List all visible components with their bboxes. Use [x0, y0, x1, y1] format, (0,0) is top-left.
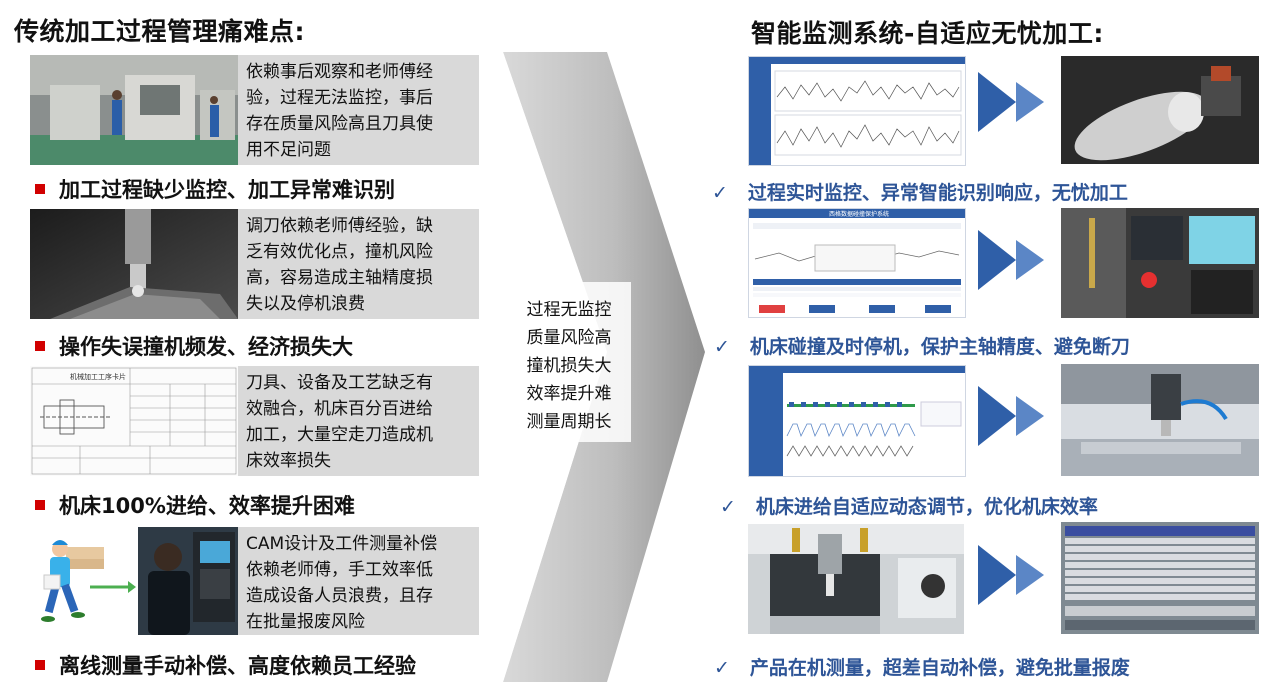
pain-bullet-3: 机床100%进给、效率提升困难	[35, 490, 355, 520]
milling-photo	[30, 209, 238, 319]
desc-line: 用不足问题	[246, 140, 331, 160]
summary-line: 质量风险高	[526, 328, 612, 348]
desc-line: 刀具、设备及工艺缺乏有	[246, 373, 433, 393]
desc-line: 效融合，机床百分百进给	[246, 399, 433, 419]
desc-line: 失以及停机浪费	[246, 294, 365, 314]
pain-bullet-text: 机床100%进给、效率提升困难	[59, 494, 355, 518]
pain-desc-2: 调刀依赖老师傅经验，缺 乏有效优化点，撞机风险 高，容易造成主轴精度损 失以及停…	[246, 213, 476, 317]
monitor-screenshot-1	[748, 56, 966, 166]
benefit-text: 过程实时监控、异常智能识别响应，无忧加工	[747, 182, 1128, 204]
desc-line: 存在质量风险高且刀具使	[246, 114, 433, 134]
middle-summary: 过程无监控 质量风险高 撞机损失大 效率提升难 测量周期长	[511, 296, 627, 436]
operator-photo	[138, 527, 238, 635]
desc-line: 加工，大量空走刀造成机	[246, 425, 433, 445]
desc-line: 造成设备人员浪费，且存	[246, 586, 433, 606]
cnc-machining-photo	[1061, 364, 1259, 476]
pain-desc-4: CAM设计及工件测量补偿 依赖老师傅，手工效率低 造成设备人员浪费，且存 在批量…	[246, 531, 476, 635]
chevron-arrow-icon	[978, 545, 1053, 605]
benefit-text: 产品在机测量，超差自动补偿，避免批量报废	[749, 657, 1130, 679]
pain-bullet-4: 离线测量手动补偿、高度依赖员工经验	[35, 650, 416, 680]
summary-line: 效率提升难	[526, 384, 612, 404]
process-card-title: 机械加工工序卡片	[70, 372, 126, 381]
chevron-arrow-icon	[978, 386, 1053, 446]
benefit-4: ✓ 产品在机测量，超差自动补偿，避免批量报废	[714, 653, 1130, 680]
benefit-text: 机床进给自适应动态调节，优化机床效率	[755, 496, 1098, 518]
red-square-icon	[35, 660, 45, 670]
collision-system-title: 西格数据碰撞保护系统	[829, 210, 889, 218]
collision-screenshot: 西格数据碰撞保护系统	[748, 208, 966, 318]
benefit-text: 机床碰撞及时停机，保护主轴精度、避免断刀	[749, 336, 1130, 358]
worker-carrying-illustration	[30, 527, 138, 635]
workshop-photo	[30, 55, 238, 165]
pain-bullet-1: 加工过程缺少监控、加工异常难识别	[35, 174, 395, 204]
pain-bullet-text: 加工过程缺少监控、加工异常难识别	[59, 178, 395, 202]
red-square-icon	[35, 184, 45, 194]
desc-line: 验，过程无法监控，事后	[246, 88, 433, 108]
red-square-icon	[35, 500, 45, 510]
summary-line: 撞机损失大	[526, 356, 612, 376]
chevron-arrow-icon	[978, 230, 1053, 290]
probe-photo	[748, 524, 964, 634]
check-icon: ✓	[720, 496, 736, 518]
spindle-tool-photo	[1061, 56, 1259, 164]
desc-line: 高，容易造成主轴精度损	[246, 268, 433, 288]
pain-desc-3: 刀具、设备及工艺缺乏有 效融合，机床百分百进给 加工，大量空走刀造成机 床效率损…	[246, 370, 476, 474]
benefit-1: ✓ 过程实时监控、异常智能识别响应，无忧加工	[712, 178, 1128, 205]
benefit-2: ✓ 机床碰撞及时停机，保护主轴精度、避免断刀	[714, 332, 1130, 359]
desc-line: 乏有效优化点，撞机风险	[246, 242, 433, 262]
benefit-3: ✓ 机床进给自适应动态调节，优化机床效率	[720, 492, 1098, 519]
check-icon: ✓	[712, 182, 728, 204]
desc-line: 依赖老师傅，手工效率低	[246, 560, 433, 580]
check-icon: ✓	[714, 657, 730, 679]
right-title: 智能监测系统-自适应无忧加工:	[751, 19, 1104, 48]
desc-line: 依赖事后观察和老师傅经	[246, 62, 433, 82]
red-square-icon	[35, 341, 45, 351]
summary-line: 过程无监控	[526, 300, 612, 320]
pain-desc-1: 依赖事后观察和老师傅经 验，过程无法监控，事后 存在质量风险高且刀具使 用不足问…	[246, 59, 476, 163]
check-icon: ✓	[714, 336, 730, 358]
desc-line: 床效率损失	[246, 451, 331, 471]
summary-line: 测量周期长	[526, 412, 612, 432]
left-title: 传统加工过程管理痛难点:	[14, 17, 305, 46]
cnc-offset-screen-photo	[1061, 522, 1259, 634]
chevron-arrow-icon	[978, 72, 1053, 132]
desc-line: 在批量报废风险	[246, 612, 365, 632]
feed-screenshot	[748, 365, 966, 477]
pain-bullet-text: 离线测量手动补偿、高度依赖员工经验	[59, 654, 416, 678]
process-card-image: 机械加工工序卡片	[30, 366, 238, 476]
pain-bullet-2: 操作失误撞机频发、经济损失大	[35, 331, 353, 361]
machine-panel-photo	[1061, 208, 1259, 318]
desc-line: CAM设计及工件测量补偿	[246, 534, 438, 554]
pain-bullet-text: 操作失误撞机频发、经济损失大	[59, 335, 353, 359]
transition-arrow	[495, 52, 710, 692]
desc-line: 调刀依赖老师傅经验，缺	[246, 216, 433, 236]
